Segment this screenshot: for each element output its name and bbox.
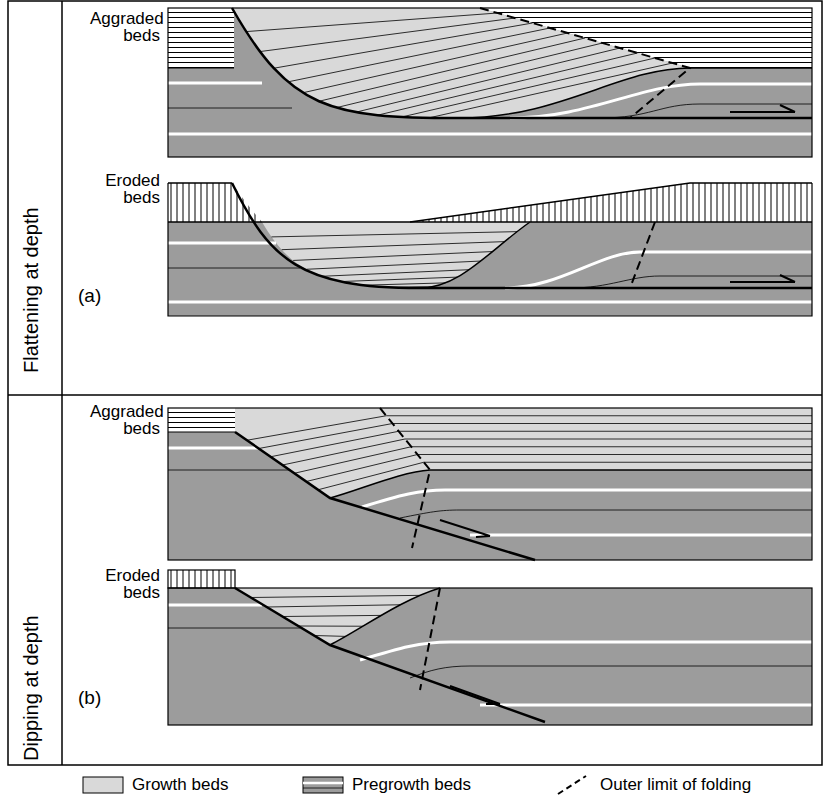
growth-bed-line	[386, 415, 812, 416]
growth-bed-line	[337, 43, 603, 108]
growth-bed-line	[402, 58, 655, 117]
growth-bed-line	[405, 439, 812, 440]
growth-bed-line	[341, 277, 458, 281]
growth-bed-line	[418, 454, 813, 455]
legend-swatch	[552, 774, 594, 796]
bed-label: Aggraded beds	[90, 10, 160, 44]
growth-bed-line	[322, 270, 469, 277]
growth-bed-line	[251, 595, 420, 597]
growth-bed-line	[260, 18, 515, 52]
growth-bed-line	[393, 423, 813, 424]
growth-bed-line	[259, 424, 393, 449]
section-b1	[168, 408, 812, 560]
section-a2	[168, 183, 812, 316]
legend-text: Growth beds	[132, 775, 228, 795]
section-b2	[168, 570, 812, 725]
growth-bed-line	[246, 13, 497, 32]
growth-bed-line	[306, 261, 480, 269]
legend-text: Outer limit of folding	[600, 775, 751, 795]
legend-swatch	[302, 774, 344, 796]
growth-bed-line	[267, 605, 401, 607]
growth-bed-line	[356, 48, 620, 112]
growth-bed-line	[288, 28, 550, 82]
growth-bed-line	[247, 416, 386, 441]
panel-title: Dipping at depth	[22, 615, 41, 761]
legend-swatch	[82, 774, 124, 796]
bed-label: Aggraded beds	[90, 403, 160, 437]
bed-label: Eroded beds	[90, 172, 160, 206]
growth-bed-line	[298, 626, 363, 627]
growth-bed-line	[429, 63, 672, 118]
growth-bed-line	[274, 23, 533, 68]
growth-bed-line	[293, 252, 492, 261]
growth-bed-line	[399, 431, 812, 432]
growth-bed-line	[424, 462, 812, 463]
panel-letter: (b)	[78, 688, 101, 707]
growth-bed-line	[283, 615, 382, 616]
growth-bed-line	[272, 232, 518, 237]
growth-bed-line	[282, 242, 505, 250]
growth-bed-line	[318, 462, 424, 490]
growth-bed-line	[363, 283, 445, 285]
panel-title: Flattening at depth	[22, 207, 41, 373]
growth-bed-line	[411, 446, 812, 447]
legend-text: Pregrowth beds	[352, 775, 471, 795]
growth-bed-line	[314, 635, 346, 637]
section-a1	[168, 8, 812, 157]
bed-label: Eroded beds	[90, 567, 160, 601]
panel-letter: (a)	[78, 286, 101, 305]
